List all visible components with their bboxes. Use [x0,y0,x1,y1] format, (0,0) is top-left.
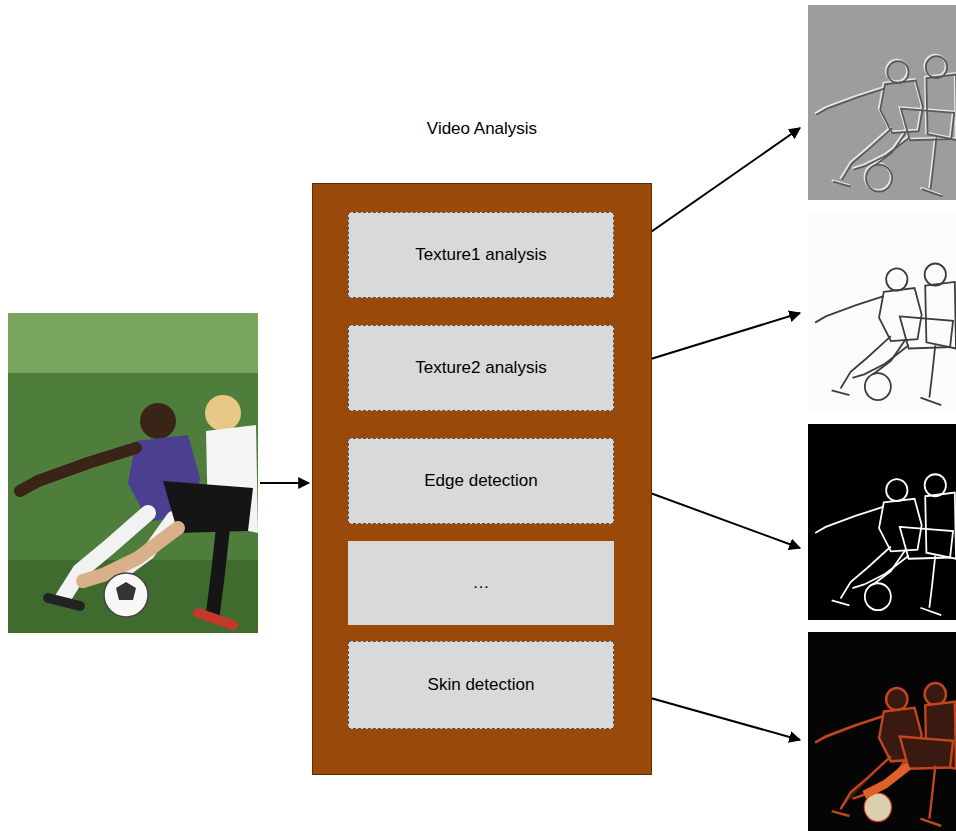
illustration-part [20,448,136,491]
container-title: Video Analysis [312,118,652,140]
box-label: … [473,573,490,593]
illustration-part [816,56,956,196]
process-box: Edge detection [348,438,614,524]
texture2-image [808,213,956,410]
illustration-part [48,598,80,606]
analysis-container: Video AnalysisTexture1 analysisTexture2 … [312,118,652,775]
edge-image [808,424,956,620]
illustration-part [865,794,891,821]
process-box: Texture1 analysis [348,212,614,298]
illustration-part [213,528,223,613]
box-label: Edge detection [424,471,537,491]
illustration-part [808,424,956,620]
illustration-part [8,313,258,373]
process-box: Skin detection [348,641,614,729]
texture2-figure [815,263,956,405]
illustration-part [815,474,956,615]
illustration-part [864,766,908,795]
illustration-part [140,403,176,439]
illustration-part [8,313,258,633]
box-label: Texture1 analysis [415,245,546,265]
illustration-part [815,263,956,405]
illustration-part [104,573,148,617]
box-label: Skin detection [428,675,535,695]
illustration-part [205,395,241,431]
illustration-part [808,213,956,410]
texture1-image [808,5,956,200]
illustration-part [198,613,233,625]
texture1-figure [815,55,956,196]
box-label: Texture2 analysis [415,358,546,378]
skin-image [808,632,956,831]
process-box: Texture2 analysis [348,325,614,411]
illustration-part [815,55,956,195]
illustration-part [116,582,136,600]
illustration-part [808,632,956,831]
illustration-part [815,683,956,826]
edge-figure [815,474,956,615]
input-photo [8,313,258,633]
skin-figure [815,683,956,826]
input-arrow [260,482,309,484]
process-box: … [348,541,614,625]
